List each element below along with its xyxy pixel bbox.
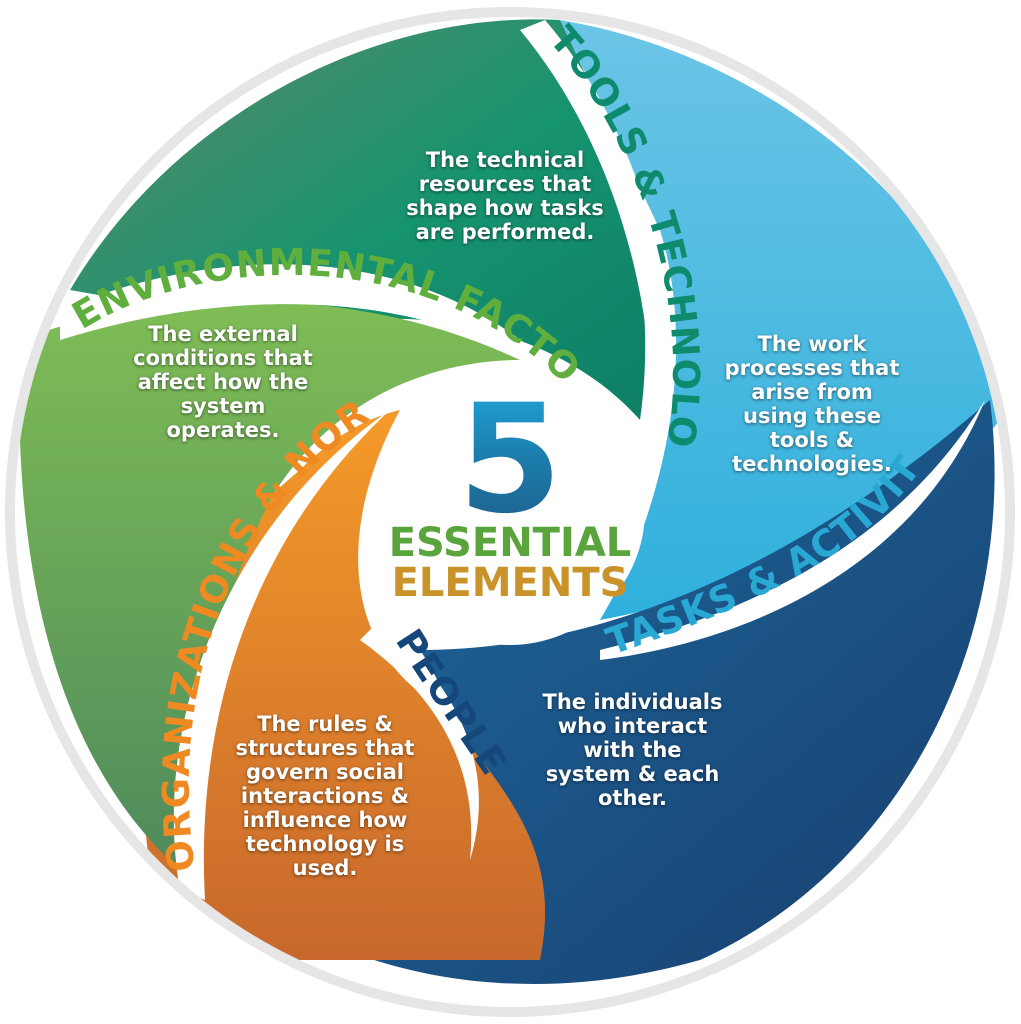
segment-environmental [19,301,520,871]
center-title-line2: ELEMENTS [391,560,629,606]
center-title-line1: ESSENTIAL [388,520,632,566]
center-number: 5 [410,385,610,535]
segment-tools [70,19,646,420]
segment-tasks [560,20,1000,620]
